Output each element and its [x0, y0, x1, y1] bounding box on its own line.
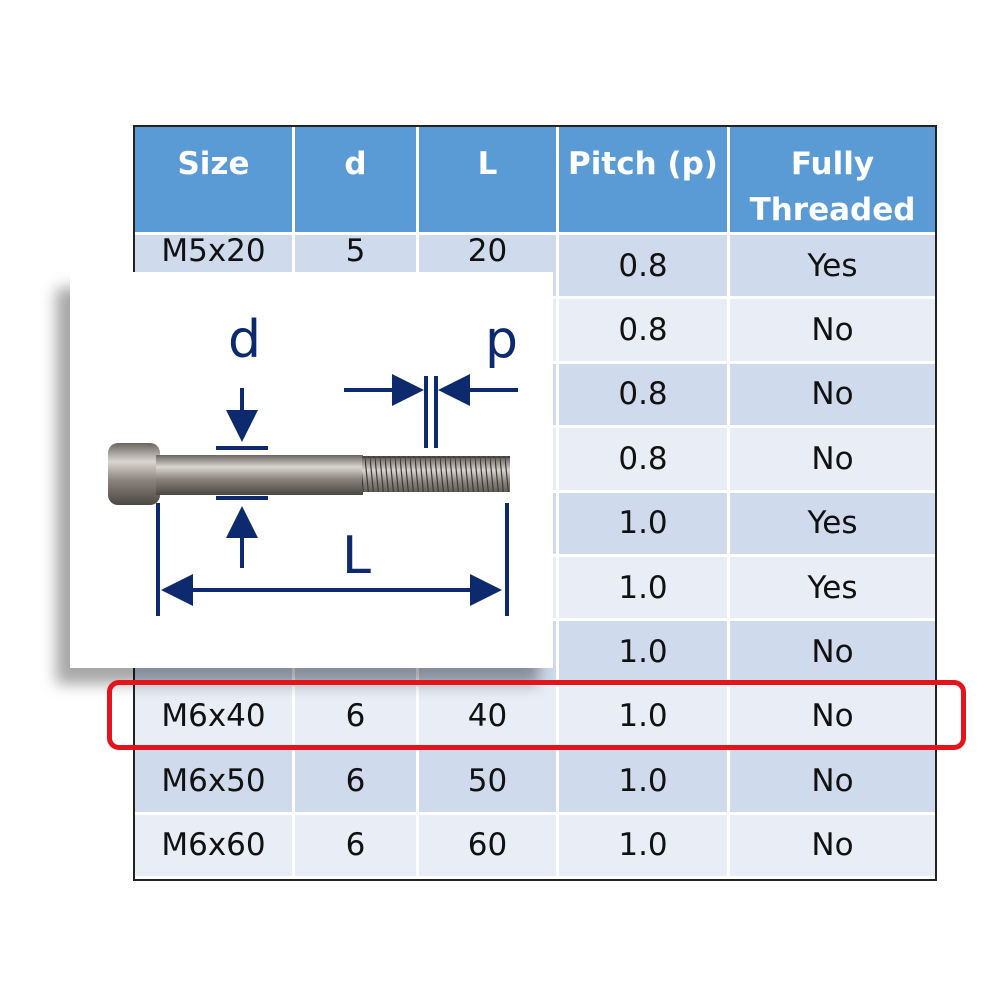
table-cell: M6x50 — [135, 750, 295, 815]
label-l: L — [342, 526, 371, 586]
table-cell: No — [730, 428, 935, 493]
table-cell: No — [730, 750, 935, 815]
table-header: Size d L Pitch (p) Fully Threaded — [135, 127, 935, 235]
header-fully-threaded: Fully Threaded — [730, 127, 935, 235]
table-cell: No — [730, 814, 935, 879]
header-pitch: Pitch (p) — [559, 127, 730, 235]
table-cell: 6 — [295, 814, 419, 879]
bolt-shank — [156, 455, 363, 495]
dimension-arrows — [156, 374, 518, 616]
table-cell: Yes — [730, 492, 935, 557]
table-cell: No — [730, 621, 935, 686]
table-cell: 1.0 — [559, 750, 730, 815]
table-cell: 0.8 — [559, 363, 730, 429]
table-cell: M6x40 — [135, 685, 295, 751]
table-cell: 0.8 — [559, 428, 730, 493]
table-cell: 6 — [295, 750, 419, 815]
table-cell: 1.0 — [559, 814, 730, 879]
table-cell: 1.0 — [559, 621, 730, 686]
table-cell: 0.8 — [559, 235, 730, 300]
table-cell: 1.0 — [559, 492, 730, 557]
header-d: d — [295, 127, 419, 235]
bolt-head — [108, 443, 160, 505]
label-p: p — [485, 310, 519, 370]
bolt-thread — [362, 456, 510, 492]
table-cell: Yes — [730, 235, 935, 300]
table-cell: Yes — [730, 556, 935, 622]
table-cell: No — [730, 363, 935, 429]
table-cell: 60 — [419, 814, 559, 879]
bolt-diagram-content: d p L — [70, 272, 553, 668]
table-cell: 50 — [419, 750, 559, 815]
bolt-illustration — [108, 374, 518, 616]
table-cell: M6x60 — [135, 814, 295, 879]
table-cell: No — [730, 685, 935, 751]
header-l: L — [419, 127, 559, 235]
table-cell: 0.8 — [559, 299, 730, 364]
header-size: Size — [135, 127, 295, 235]
table-cell: No — [730, 299, 935, 364]
table-cell: 1.0 — [559, 556, 730, 622]
highlight-box — [107, 680, 966, 750]
bolt-diagram: d p L — [70, 272, 553, 668]
label-d: d — [228, 310, 262, 370]
